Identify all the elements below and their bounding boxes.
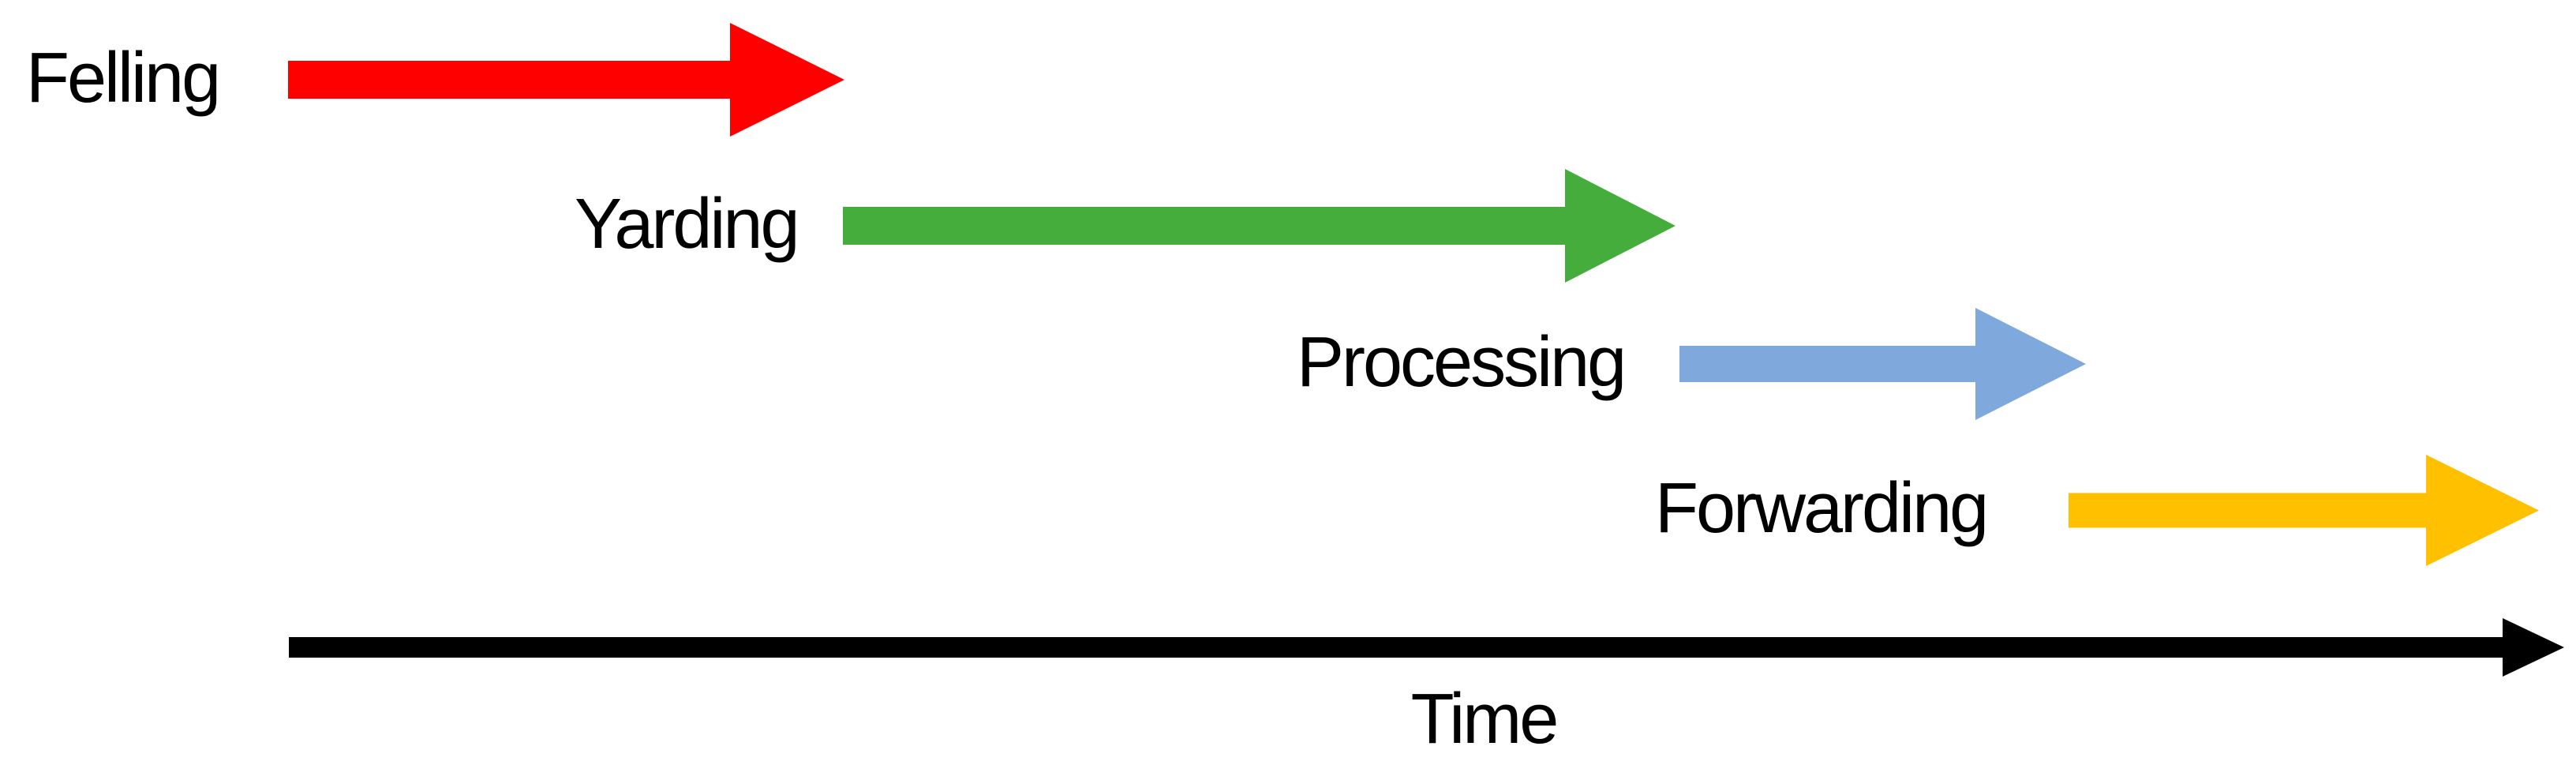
yarding-arrow-shape: [843, 169, 1676, 283]
time-axis-arrow-shape: [289, 618, 2564, 677]
felling-arrow-icon: [288, 23, 844, 137]
time-axis-label: Time: [1410, 680, 1559, 759]
process-label-processing: Processing: [1297, 323, 1627, 403]
time-axis-arrow-icon: [289, 618, 2564, 677]
forwarding-arrow-shape: [2069, 454, 2539, 566]
processing-arrow-shape: [1679, 308, 2086, 420]
processing-arrow-icon: [1679, 308, 2086, 420]
felling-arrow-shape: [288, 23, 844, 137]
yarding-arrow-icon: [843, 169, 1676, 283]
process-label-forwarding: Forwarding: [1655, 469, 1989, 549]
process-label-yarding: Yarding: [575, 185, 800, 264]
forwarding-arrow-icon: [2069, 454, 2539, 566]
process-label-felling: Felling: [26, 39, 221, 118]
